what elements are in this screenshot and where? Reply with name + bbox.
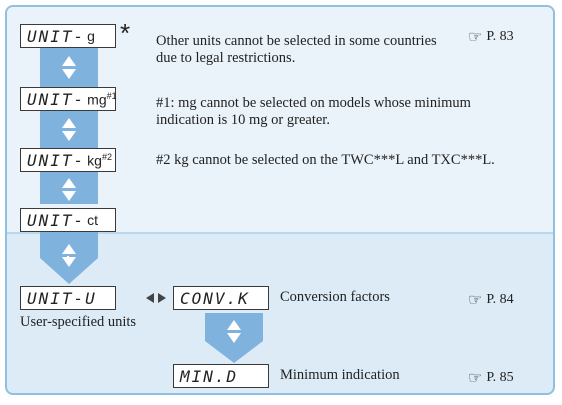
pointing-hand-icon: ☞ [468, 370, 483, 387]
display-seg: UNIT-U [27, 288, 97, 308]
display-unit: ct [87, 212, 99, 228]
page-ref-84[interactable]: ☞ P. 84 [468, 290, 514, 310]
ellipsis-dots [67, 252, 71, 262]
display-conv-k: CONV.K [173, 286, 269, 310]
display-unit-wrap: mg#1 [87, 91, 116, 108]
up-down-arrows-1 [61, 56, 77, 80]
up-down-arrows-4 [61, 244, 77, 268]
page-ref-text: P. 83 [486, 29, 514, 44]
conversion-label: Conversion factors [280, 289, 390, 305]
submenu-arrow-tip [205, 341, 263, 363]
note-kg: #2 kg cannot be selected on the TWC***L … [156, 152, 495, 168]
display-seg: UNIT- [27, 26, 86, 46]
pointing-hand-icon: ☞ [468, 29, 483, 46]
user-specified-label: User-specified units [20, 314, 137, 330]
left-right-arrows [146, 291, 170, 305]
up-down-arrows-3 [61, 178, 77, 202]
display-unit-u: UNIT-U [20, 286, 116, 310]
pointing-hand-icon: ☞ [468, 292, 483, 309]
page-ref-83[interactable]: ☞ P. 83 [468, 27, 514, 47]
asterisk-mark: * [120, 18, 131, 48]
note-mark: #1 [106, 90, 117, 101]
display-unit: mg [87, 91, 107, 108]
page-ref-85[interactable]: ☞ P. 85 [468, 368, 514, 388]
display-unit-ct: UNIT- ct [20, 208, 116, 232]
display-unit-mg: UNIT- mg#1 [20, 87, 117, 111]
up-down-arrows-5 [226, 320, 242, 344]
display-min-d: MIN.D [173, 364, 269, 388]
note-mark: #2 [101, 151, 112, 162]
display-unit-g: UNIT- g [20, 24, 116, 48]
display-unit: kg [87, 152, 102, 169]
display-seg: UNIT- [27, 150, 86, 170]
page-ref-text: P. 85 [486, 370, 514, 385]
page-ref-text: P. 84 [486, 292, 514, 307]
display-seg: UNIT- [27, 89, 86, 109]
display-seg: MIN.D [180, 366, 239, 386]
legal-note: Other units cannot be selected in some c… [156, 33, 437, 66]
display-unit-kg: UNIT- kg#2 [20, 148, 116, 172]
display-unit: g [87, 28, 95, 44]
note-mg: #1: mg cannot be selected on models whos… [156, 95, 471, 128]
display-unit-wrap: kg#2 [87, 152, 112, 169]
up-down-arrows-2 [61, 118, 77, 142]
minimum-label: Minimum indication [280, 367, 400, 383]
display-seg: CONV.K [180, 288, 250, 308]
display-seg: UNIT- [27, 210, 86, 230]
